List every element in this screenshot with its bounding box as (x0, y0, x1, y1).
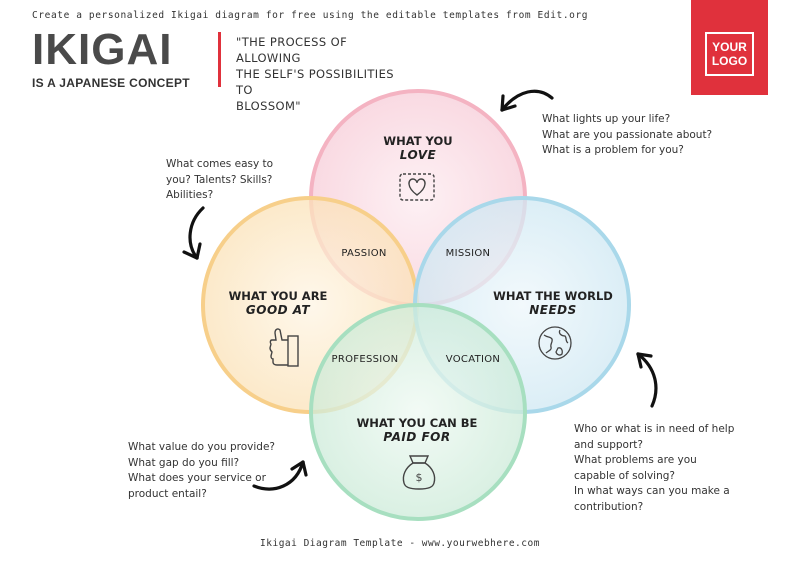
label-world-needs-line-1: WHAT THE WORLD (493, 289, 613, 303)
overlap-passion: PASSION (341, 248, 387, 259)
question-world-needs-5: In what ways can you make a (574, 485, 730, 497)
label-love: WHAT YOU LOVE (368, 134, 468, 162)
questions-paid-for: What value do you provide? What gap do y… (128, 440, 278, 502)
label-paid-for-line-1: WHAT YOU CAN BE (356, 416, 478, 430)
quote-line-1: "THE PROCESS OF ALLOWING (236, 35, 348, 65)
top-note: Create a personalized Ikigai diagram for… (32, 10, 589, 21)
logo-line-1: YOUR (712, 40, 747, 54)
quote-line-2: THE SELF'S POSSIBILITIES TO (236, 67, 394, 97)
heart-icon (399, 173, 435, 201)
question-paid-for-1: What value do you provide? (128, 441, 276, 453)
question-world-needs-2: and support? (574, 438, 643, 451)
arrow-world-needs (636, 352, 658, 408)
overlap-vocation: VOCATION (445, 354, 501, 365)
footer: Ikigai Diagram Template - www.yourwebher… (260, 538, 540, 549)
questions-world-needs: Who or what is in need of help and suppo… (574, 422, 764, 515)
overlap-mission: MISSION (445, 248, 491, 259)
label-world-needs-line-2: NEEDS (529, 303, 577, 317)
money-bag-icon: $ (402, 455, 436, 490)
arrow-paid-for (252, 460, 308, 491)
title-divider (218, 32, 221, 87)
question-world-needs-1: Who or what is in need of help (574, 423, 735, 435)
globe-icon (538, 326, 572, 360)
label-love-line-1: WHAT YOU (383, 134, 453, 148)
question-world-needs-6: contribution? (574, 500, 644, 513)
question-paid-for-3: What does your service or (128, 472, 266, 484)
label-good-at-line-1: WHAT YOU ARE (228, 289, 328, 303)
questions-love: What lights up your life? What are you p… (542, 112, 722, 159)
question-good-at-1: What comes easy to (166, 158, 274, 170)
label-good-at-line-2: GOOD AT (245, 303, 311, 317)
svg-text:$: $ (416, 471, 423, 484)
question-good-at-3: Abilities? (166, 189, 214, 201)
quote: "THE PROCESS OF ALLOWING THE SELF'S POSS… (236, 34, 406, 114)
label-good-at: WHAT YOU ARE GOOD AT (222, 289, 334, 317)
arrow-good-at (182, 206, 205, 260)
logo-placeholder: YOUR LOGO (705, 32, 754, 76)
question-world-needs-4: capable of solving? (574, 469, 675, 482)
page-subtitle: IS A JAPANESE CONCEPT (32, 76, 190, 90)
question-paid-for-4: product entail? (128, 487, 207, 500)
question-paid-for-2: What gap do you fill? (128, 456, 240, 469)
thumbs-up-icon (269, 328, 299, 367)
logo-line-2: LOGO (711, 54, 748, 68)
label-love-line-2: LOVE (399, 148, 437, 162)
quote-line-3: BLOSSOM" (236, 99, 302, 113)
circle-paid-for (309, 303, 527, 521)
question-love-3: What is a problem for you? (542, 144, 684, 156)
label-paid-for-line-2: PAID FOR (383, 430, 451, 444)
question-love-1: What lights up your life? (542, 113, 671, 125)
question-good-at-2: you? Talents? Skills? (166, 173, 273, 186)
overlap-profession: PROFESSION (331, 354, 399, 365)
questions-good-at: What comes easy to you? Talents? Skills?… (166, 157, 286, 204)
logo-box (691, 0, 768, 95)
question-love-2: What are you passionate about? (542, 128, 713, 141)
question-world-needs-3: What problems are you (574, 454, 697, 466)
label-world-needs: WHAT THE WORLD NEEDS (492, 289, 614, 317)
page-title: IKIGAI (32, 25, 173, 74)
label-paid-for: WHAT YOU CAN BE PAID FOR (354, 416, 480, 444)
arrow-love (500, 89, 554, 112)
